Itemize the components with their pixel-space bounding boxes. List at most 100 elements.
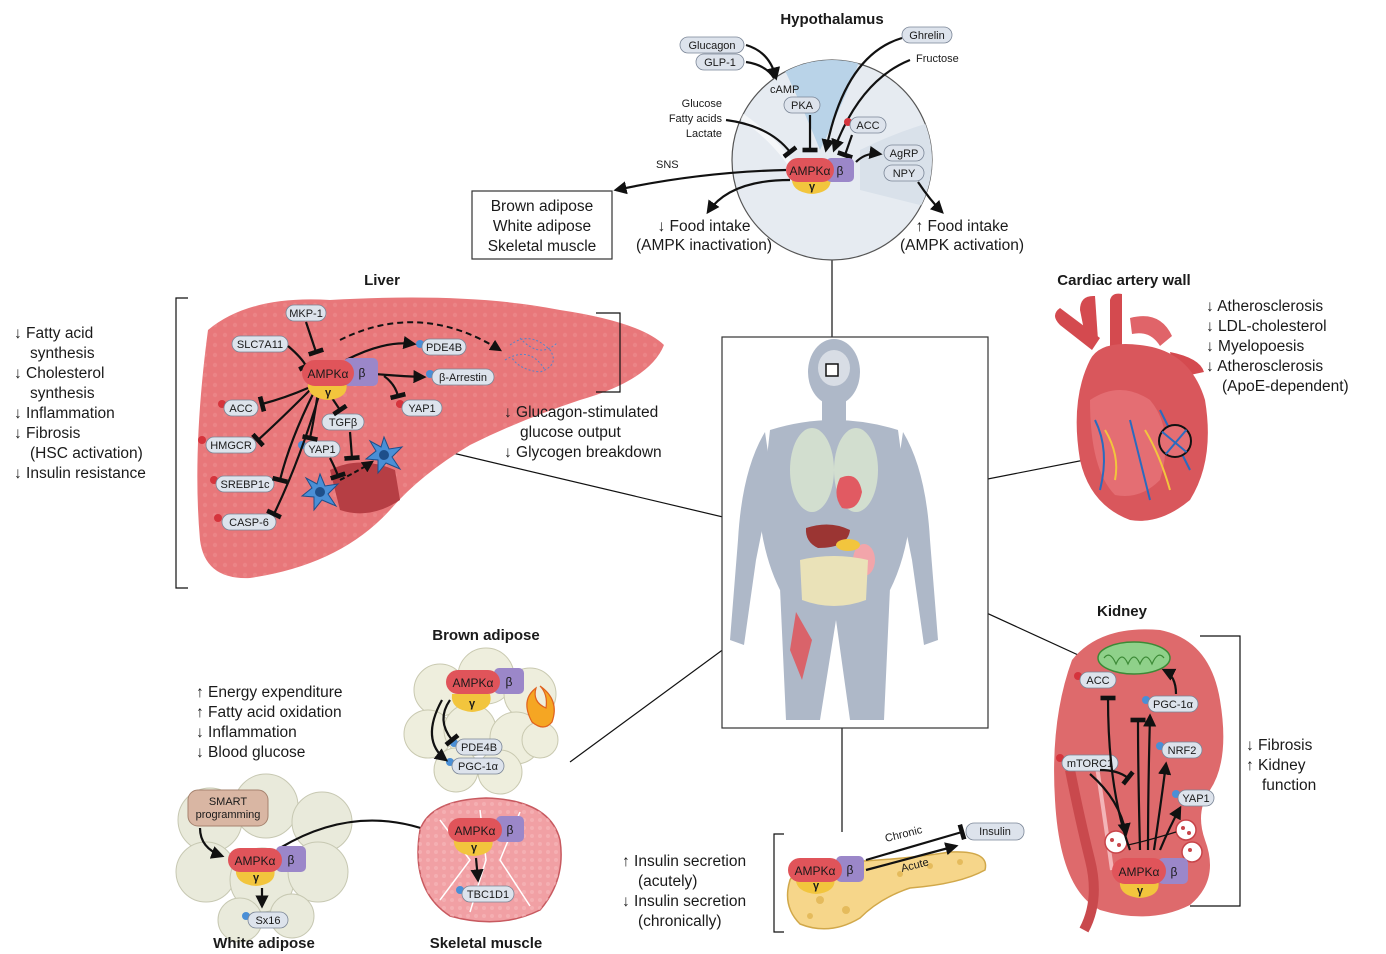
- pancreas-panel: ↑ Insulin secretion (acutely) ↓ Insulin …: [622, 823, 1024, 932]
- agrp-label: AgRP: [890, 148, 919, 160]
- liver-effect-1: ↓ Fatty acid: [14, 325, 93, 342]
- pka-label: PKA: [791, 100, 814, 112]
- glucagon-effect-1: ↓ Glucagon-stimulated: [504, 404, 658, 421]
- slc7a11-label: SLC7A11: [237, 339, 283, 351]
- glucagon-label: Glucagon: [688, 40, 735, 52]
- kidney-ampk-gamma: γ: [1137, 885, 1144, 897]
- brown-adipose-title: Brown adipose: [432, 627, 540, 644]
- liver-acc-label: ACC: [229, 403, 252, 415]
- brown-pde4b-label: PDE4B: [461, 742, 497, 754]
- hypo-acc-label: ACC: [856, 120, 879, 132]
- food-intake-down: ↓ Food intake: [657, 218, 750, 235]
- glucose-label: Glucose: [682, 98, 722, 110]
- mtorc1-label: mTORC1: [1067, 758, 1113, 770]
- kidney-title: Kidney: [1097, 603, 1148, 620]
- kidney-effect-2: ↑ Kidney: [1246, 757, 1306, 774]
- hypo-ampk-gamma: γ: [809, 181, 816, 193]
- hypothalamus-panel: Hypothalamus Glucagon GLP-1 cAMP PKA Ghr…: [472, 11, 1024, 260]
- brown-ampk-beta: β: [506, 675, 513, 689]
- food-intake-down-note: (AMPK inactivation): [636, 237, 772, 254]
- kidney-ampk-alpha: AMPKα: [1119, 865, 1160, 879]
- sx16-label: Sx16: [255, 915, 280, 927]
- muscle-ampk-alpha: AMPKα: [455, 824, 496, 838]
- liver-effect-5: ↓ Inflammation: [14, 405, 115, 422]
- kidney-effect-3: function: [1262, 777, 1316, 794]
- brown-adipose-panel: Brown adipose ↑ Energy expenditure ↑ Fat…: [196, 627, 558, 794]
- insulin-label: Insulin: [979, 826, 1011, 838]
- glomerulus-2: [1176, 820, 1196, 840]
- fructose-label: Fructose: [916, 53, 959, 65]
- fatty-acids-label: Fatty acids: [669, 113, 723, 125]
- mkp1-label: MKP-1: [289, 308, 323, 320]
- muscle-ampk-gamma: γ: [471, 842, 478, 854]
- liver-pde4b-label: PDE4B: [426, 342, 462, 354]
- liver-effect-7: (HSC activation): [30, 445, 143, 462]
- pancreas-effect-3: ↓ Insulin secretion: [622, 893, 746, 910]
- white-adipose-title: White adipose: [213, 935, 315, 952]
- cardiac-effect-4: ↓ Atherosclerosis: [1206, 358, 1323, 375]
- white-ampk-gamma: γ: [253, 872, 260, 884]
- glucagon-effect-2: glucose output: [520, 424, 622, 441]
- liver-ampk-alpha: AMPKα: [308, 367, 349, 381]
- white-adipose-panel: SMART programming Sx16 γ β AMPKα White a…: [176, 774, 442, 952]
- liver-effect-6: ↓ Fibrosis: [14, 425, 81, 442]
- pancreas-ampk-alpha: AMPKα: [795, 864, 836, 878]
- cardiac-effect-5: (ApoE-dependent): [1222, 378, 1349, 395]
- pancreas-ampk-beta: β: [847, 863, 854, 877]
- pancreas-effect-1: ↑ Insulin secretion: [622, 853, 746, 870]
- liver-title: Liver: [364, 272, 400, 289]
- kidney-effect-1: ↓ Fibrosis: [1246, 737, 1313, 754]
- lactate-label: Lactate: [686, 128, 722, 140]
- liver-ampk-beta: β: [359, 366, 366, 380]
- brown-effect-4: ↓ Blood glucose: [196, 744, 305, 761]
- brown-pgc1a-label: PGC-1α: [458, 761, 499, 773]
- liver-yap1-label-b: YAP1: [308, 444, 335, 456]
- heart-illustration: [1055, 294, 1208, 521]
- npy-label: NPY: [893, 168, 916, 180]
- nrf2-label: NRF2: [1168, 745, 1197, 757]
- kidney-acc-label: ACC: [1086, 675, 1109, 687]
- barrestin-label: β-Arrestin: [439, 372, 487, 384]
- hypo-ampk-beta: β: [837, 164, 844, 178]
- white-ampk-alpha: AMPKα: [235, 854, 276, 868]
- liver-yap1-label-a: YAP1: [408, 403, 435, 415]
- chronic-label: Chronic: [884, 824, 924, 845]
- smart-label-line2: programming: [196, 809, 261, 821]
- glp1-label: GLP-1: [704, 57, 736, 69]
- hypo-ampk-alpha: AMPKα: [790, 164, 831, 178]
- liver-effect-4: synthesis: [30, 385, 95, 402]
- sns-label: SNS: [656, 159, 679, 171]
- ghrelin-label: Ghrelin: [909, 30, 944, 42]
- brown-effect-3: ↓ Inflammation: [196, 724, 297, 741]
- liver-panel: Liver ↓ Fatty acid synthesis ↓ Cholester…: [14, 272, 664, 588]
- kidney-panel: Kidney ↓ Fibrosis ↑ Kidney function ACC …: [1054, 603, 1316, 930]
- cardiac-effect-2: ↓ LDL-cholesterol: [1206, 318, 1327, 335]
- brown-ampk-alpha: AMPKα: [453, 676, 494, 690]
- glucagon-effect-3: ↓ Glycogen breakdown: [504, 444, 662, 461]
- camp-label: cAMP: [770, 84, 799, 96]
- liver-effect-3: ↓ Cholesterol: [14, 365, 104, 382]
- body-panel: [722, 337, 988, 728]
- liver-ampk-gamma: γ: [325, 387, 332, 399]
- cardiac-effect-3: ↓ Myelopoesis: [1206, 338, 1304, 355]
- srebp1c-label: SREBP1c: [221, 479, 270, 491]
- brown-effect-1: ↑ Energy expenditure: [196, 684, 342, 701]
- sns-target-1: Brown adipose: [491, 198, 594, 215]
- food-intake-up: ↑ Food intake: [915, 218, 1008, 235]
- liver-effect-2: synthesis: [30, 345, 95, 362]
- pancreas-effect-4: (chronically): [638, 913, 722, 930]
- tgfb-label: TGFβ: [329, 417, 357, 429]
- cardiac-effect-1: ↓ Atherosclerosis: [1206, 298, 1323, 315]
- white-ampk-beta: β: [288, 853, 295, 867]
- tbc1d1-label: TBC1D1: [467, 889, 509, 901]
- kidney-ampk-beta: β: [1171, 865, 1178, 879]
- kidney-pgc1a-label: PGC-1α: [1153, 699, 1194, 711]
- smart-label-line1: SMART: [209, 796, 248, 808]
- food-intake-up-note: (AMPK activation): [900, 237, 1024, 254]
- kidney-yap1-label: YAP1: [1182, 793, 1209, 805]
- sns-target-2: White adipose: [493, 218, 591, 235]
- muscle-ampk-beta: β: [507, 823, 514, 837]
- casp6-label: CASP-6: [229, 517, 269, 529]
- skeletal-muscle-title: Skeletal muscle: [430, 935, 543, 952]
